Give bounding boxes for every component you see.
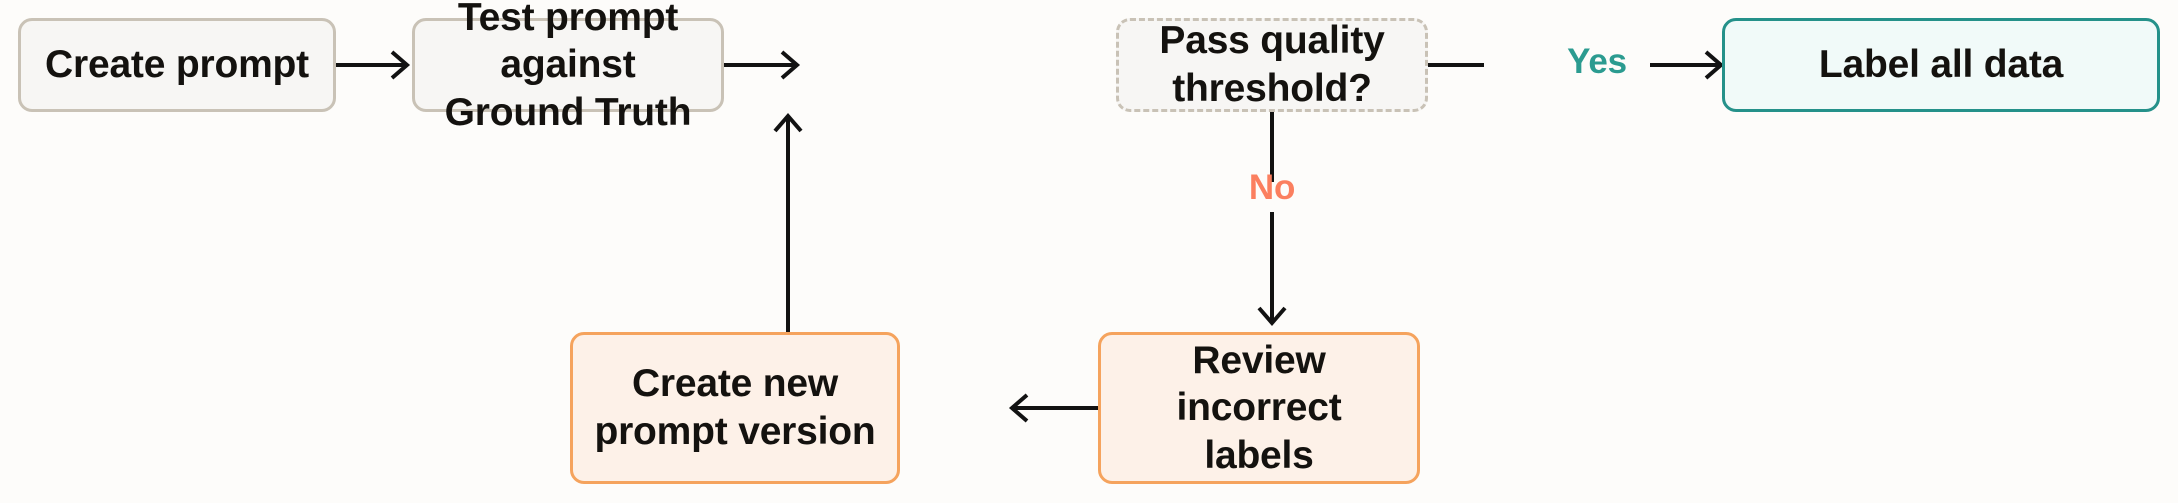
- node-create-prompt[interactable]: Create prompt: [18, 18, 336, 112]
- arrow-test-to-decision: [724, 50, 801, 80]
- node-create-new-prompt-version[interactable]: Create new prompt version: [570, 332, 900, 484]
- edge-label-no-text: No: [1248, 168, 1296, 207]
- arrow-review-to-create-new: [1008, 393, 1098, 423]
- node-create-new-line1: Create new: [631, 362, 839, 406]
- node-test-prompt[interactable]: Test prompt against Ground Truth: [412, 0, 724, 134]
- arrow-no-upper-segment: [1270, 112, 1274, 182]
- node-pass-quality-threshold[interactable]: Pass quality threshold?: [1116, 18, 1428, 112]
- arrow-yes-left-segment: [1428, 63, 1484, 67]
- arrow-create-new-to-test: [773, 112, 803, 332]
- arrow-no-lower-segment: [1257, 212, 1287, 327]
- node-pass-quality-line1: Pass quality: [1159, 19, 1385, 63]
- node-review-incorrect-labels[interactable]: Review incorrect labels: [1098, 332, 1420, 484]
- arrow-yes-right-segment: [1650, 50, 1725, 80]
- node-create-new-prompt-version-label: Create new prompt version: [594, 360, 875, 455]
- arrow-create-to-test: [336, 50, 411, 80]
- node-pass-quality-line2: threshold?: [1172, 67, 1372, 110]
- node-create-prompt-label: Create prompt: [45, 43, 309, 87]
- edge-label-yes: Yes: [1567, 44, 1627, 79]
- edge-label-yes-text: Yes: [1567, 42, 1627, 81]
- node-review-incorrect-labels-label: Review incorrect labels: [1117, 337, 1401, 480]
- node-test-prompt-line1: Test prompt against: [457, 0, 679, 87]
- node-test-prompt-label: Test prompt against Ground Truth: [431, 0, 705, 136]
- node-label-all-data-label: Label all data: [1818, 43, 2064, 87]
- node-pass-quality-threshold-label: Pass quality threshold?: [1159, 17, 1384, 112]
- node-review-line2: labels: [1204, 433, 1314, 477]
- node-test-prompt-line2: Ground Truth: [444, 90, 692, 134]
- node-label-all-data[interactable]: Label all data: [1722, 18, 2160, 112]
- edge-label-no: No: [1249, 170, 1295, 205]
- node-create-new-line2: prompt version: [594, 410, 876, 453]
- node-review-line1: Review incorrect: [1176, 338, 1342, 430]
